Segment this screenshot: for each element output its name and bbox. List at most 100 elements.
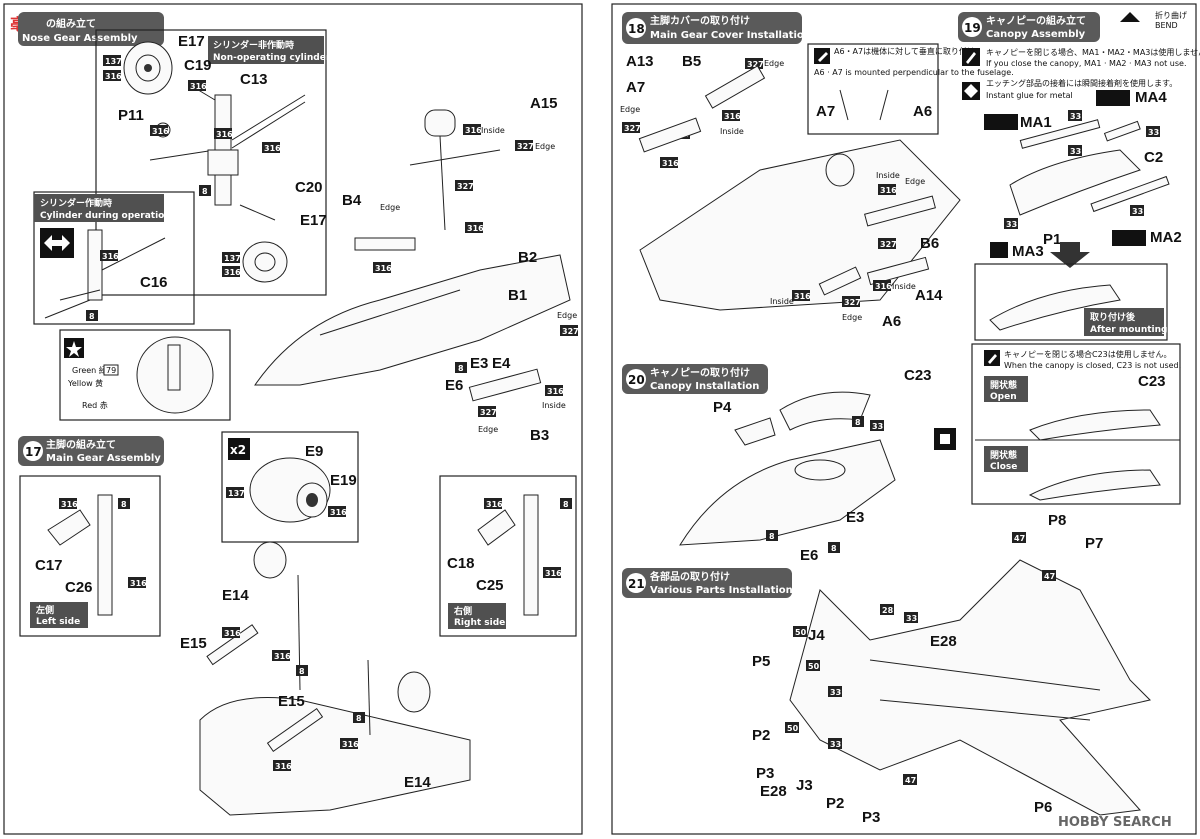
right-page-border — [611, 3, 1197, 835]
svg-text:316: 316 — [105, 72, 122, 81]
aircraft-top-drawing — [789, 559, 1151, 816]
label-B3: B3 — [530, 427, 549, 444]
label-E4: E4 — [492, 355, 511, 372]
tag-316-b: 316 — [188, 80, 207, 91]
tag-33-i: 33 — [828, 738, 842, 749]
svg-text:316: 316 — [467, 224, 484, 233]
label-E17-bottom: E17 — [300, 212, 327, 229]
svg-text:開状態: 開状態 — [990, 379, 1017, 391]
svg-text:8: 8 — [458, 364, 464, 373]
tag-79: 79 — [103, 364, 119, 376]
svg-text:316: 316 — [274, 652, 291, 661]
tag-327-e: 327 — [622, 122, 641, 133]
main-cover-fuselage — [638, 65, 961, 311]
inside-b6: Inside — [876, 171, 900, 180]
left-side-gear — [47, 494, 113, 616]
label-A15: A15 — [530, 95, 558, 112]
label-E3: E3 — [470, 355, 488, 372]
tag-47-a: 47 — [1012, 532, 1026, 543]
label-J4: J4 — [808, 627, 825, 644]
svg-text:主脚カバーの取り付け: 主脚カバーの取り付け — [650, 14, 750, 27]
svg-text:327: 327 — [480, 408, 497, 417]
canopy-install-drawing — [679, 391, 896, 546]
label-A14: A14 — [915, 287, 943, 304]
svg-text:50: 50 — [795, 628, 807, 637]
tag-316-g: 316 — [100, 250, 119, 261]
cylinder-gear-drawing — [44, 229, 166, 319]
tag-8-e: 8 — [560, 498, 572, 509]
open-box: 開状態 Open — [984, 376, 1028, 402]
tag-33-b: 33 — [1146, 126, 1160, 137]
svg-text:主脚の組み立て: 主脚の組み立て — [46, 438, 116, 451]
tag-316-r: 316 — [272, 650, 291, 661]
tag-33-f: 33 — [870, 420, 884, 431]
svg-text:33: 33 — [1006, 220, 1017, 229]
label-P11: P11 — [118, 107, 144, 124]
tag-33-h: 33 — [828, 686, 842, 697]
svg-text:左側: 左側 — [35, 604, 54, 616]
step19-header: 19 キャノピーの組み立て Canopy Assembly — [958, 12, 1100, 42]
svg-text:33: 33 — [1148, 128, 1159, 137]
label-MA2: MA2 — [1150, 229, 1182, 246]
svg-text:8: 8 — [769, 532, 775, 541]
edge-b3: Edge — [478, 425, 498, 434]
svg-text:28: 28 — [882, 606, 894, 615]
label-B5: B5 — [682, 53, 701, 70]
svg-text:316: 316 — [61, 500, 78, 509]
main-wheel-drawing — [249, 457, 331, 523]
svg-text:x2: x2 — [230, 443, 246, 457]
svg-text:79: 79 — [106, 366, 116, 375]
label-E28-a: E28 — [930, 633, 957, 650]
svg-text:8: 8 — [202, 187, 208, 196]
a6-note-jp: A6・A7は機体に対して垂直に取り付け。 — [834, 46, 982, 56]
svg-text:50: 50 — [787, 724, 799, 733]
main-gear-fuselage — [199, 541, 471, 816]
svg-text:316: 316 — [330, 508, 347, 517]
tag-316-i: 316 — [373, 262, 392, 273]
right-side-gear — [477, 494, 539, 616]
svg-text:316: 316 — [130, 579, 147, 588]
tag-50-b: 50 — [806, 660, 820, 671]
step17-header: 17 主脚の組み立て Main Gear Assembly — [18, 436, 164, 466]
svg-text:8: 8 — [89, 312, 95, 321]
label-P3-b: P3 — [862, 809, 880, 826]
svg-text:閉状態: 閉状態 — [990, 449, 1017, 461]
tag-327-c: 327 — [560, 325, 579, 336]
inside-a14: Inside — [892, 282, 916, 291]
color-callout-frame — [59, 329, 231, 421]
tag-137-a: 137 — [103, 55, 122, 66]
label-C23-open: C23 — [1138, 373, 1166, 390]
label-P1: P1 — [1043, 231, 1061, 248]
svg-text:316: 316 — [486, 500, 503, 509]
inside-b3: Inside — [542, 401, 566, 410]
svg-text:316: 316 — [875, 282, 892, 291]
svg-text:キャノピーを閉じる場合C23は使用しません。: キャノピーを閉じる場合C23は使用しません。 — [1004, 349, 1172, 359]
canopy-assembly-drawing — [1009, 119, 1170, 216]
label-P4: P4 — [713, 399, 732, 416]
tag-316-a: 316 — [103, 70, 122, 81]
svg-text:316: 316 — [547, 387, 564, 396]
canopy-note: キャノピーを閉じる場合、MA1・MA2・MA3は使用しません。 If you c… — [962, 47, 1200, 68]
tag-327-i: 327 — [842, 296, 861, 307]
closed-canopy-drawing — [1028, 469, 1161, 501]
watermark-right: HOBBY SEARCH — [1058, 815, 1172, 830]
svg-text:316: 316 — [264, 144, 281, 153]
mounted-canopy — [989, 284, 1121, 331]
tag-8-j: 8 — [828, 542, 840, 553]
nose-wheel-top — [123, 41, 173, 95]
nose-wheel-bottom — [242, 241, 288, 283]
tag-47-c: 47 — [903, 774, 917, 785]
c23-note-frame — [971, 343, 1181, 505]
cylinder-operation-frame — [33, 191, 195, 325]
inside-a6: Inside — [770, 297, 794, 306]
svg-text:316: 316 — [190, 82, 207, 91]
tag-316-c: 316 — [150, 125, 169, 136]
label-A7-main: A7 — [626, 79, 645, 96]
edge-a15: Edge — [535, 142, 555, 151]
label-J3: J3 — [796, 777, 813, 794]
label-E19: E19 — [330, 472, 357, 489]
inside-b5: Inside — [720, 127, 744, 136]
left-side-box: 左側 Left side — [30, 602, 88, 628]
svg-text:33: 33 — [1070, 147, 1081, 156]
svg-text:Main Gear Assembly: Main Gear Assembly — [46, 453, 161, 464]
